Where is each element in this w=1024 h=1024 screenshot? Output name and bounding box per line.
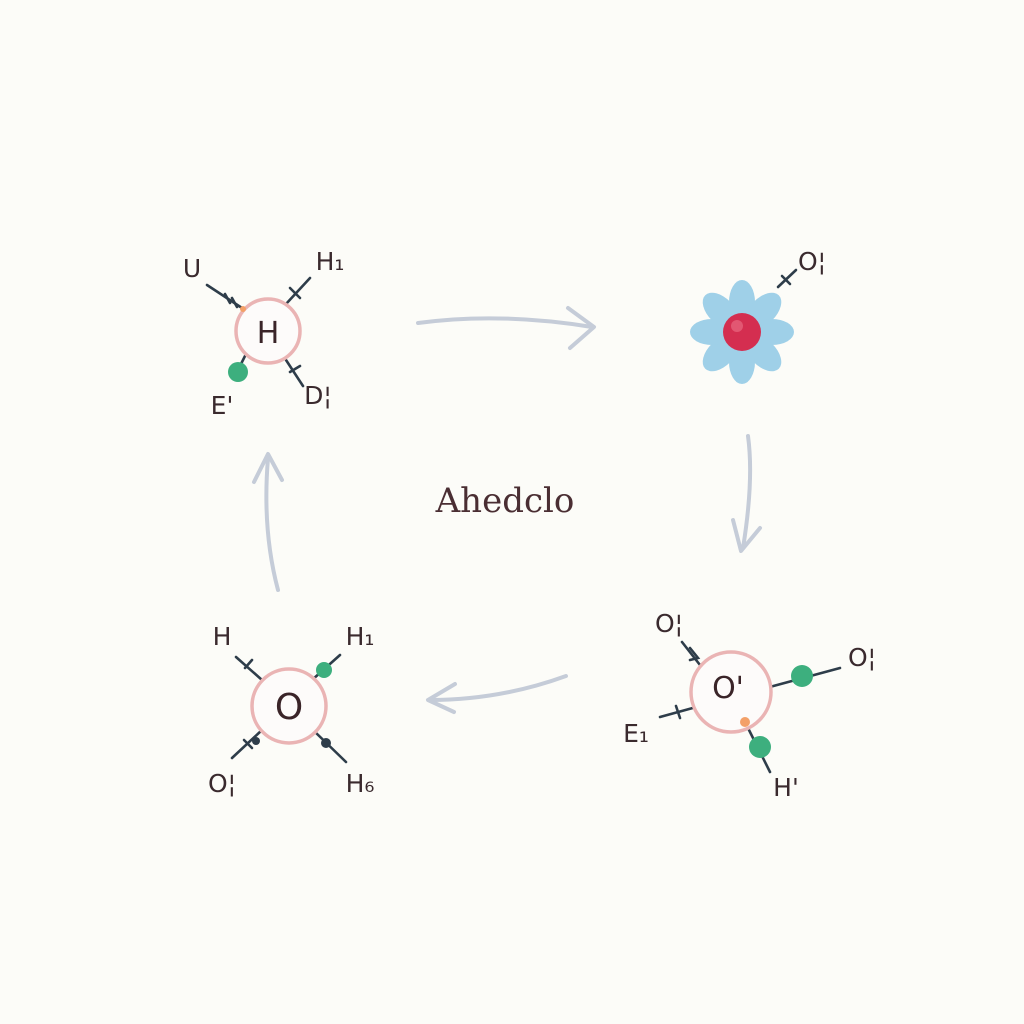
green-dot: [228, 362, 248, 382]
label-lower-right: D¦: [304, 381, 332, 410]
green-dot: [791, 665, 813, 687]
label-upper-left: O¦: [655, 609, 683, 638]
flower-atom-icon: [690, 280, 794, 384]
label-lower-left: O¦: [208, 769, 236, 798]
cycle-arrow-up: [252, 452, 284, 592]
label-left: E₁: [623, 719, 649, 748]
orange-dot: [740, 717, 750, 727]
label-bottom: H': [773, 773, 799, 802]
atom-label: H: [257, 316, 280, 351]
label-upper-left: U: [183, 254, 201, 283]
atom-ring: [689, 650, 773, 734]
atom-label: O: [275, 687, 303, 728]
bond-node: [252, 737, 260, 745]
cycle-arrow-down: [731, 434, 762, 553]
atom-label: O': [712, 671, 744, 706]
molecule-bottom-left: O H H₁ O¦ H₆: [208, 622, 374, 798]
label-upper-left: H: [213, 622, 232, 651]
bond-node: [321, 738, 331, 748]
label-upper-right: H₁: [316, 247, 345, 276]
label-right: O¦: [848, 643, 876, 672]
cycle-arrow-left: [426, 674, 568, 714]
green-dot: [316, 662, 332, 678]
orange-dot: [240, 306, 246, 312]
atom-ring: [234, 297, 302, 365]
cycle-arrow-right: [416, 306, 596, 350]
label-lower-left: E': [211, 391, 234, 420]
label-upper-right: H₁: [346, 622, 375, 651]
label-lower-right: H₆: [346, 769, 375, 798]
molecule-bottom-right: O' O¦ O¦ E₁ H': [623, 609, 876, 802]
green-dot: [749, 736, 771, 758]
label-upper-right: O¦: [798, 247, 826, 276]
molecule-top-left: H U H₁ E' D¦: [183, 247, 345, 420]
molecule-top-right: O¦: [690, 247, 826, 384]
center-label: Ahedclo: [435, 481, 575, 521]
bond: [776, 268, 798, 289]
atom-ring: [250, 667, 328, 745]
